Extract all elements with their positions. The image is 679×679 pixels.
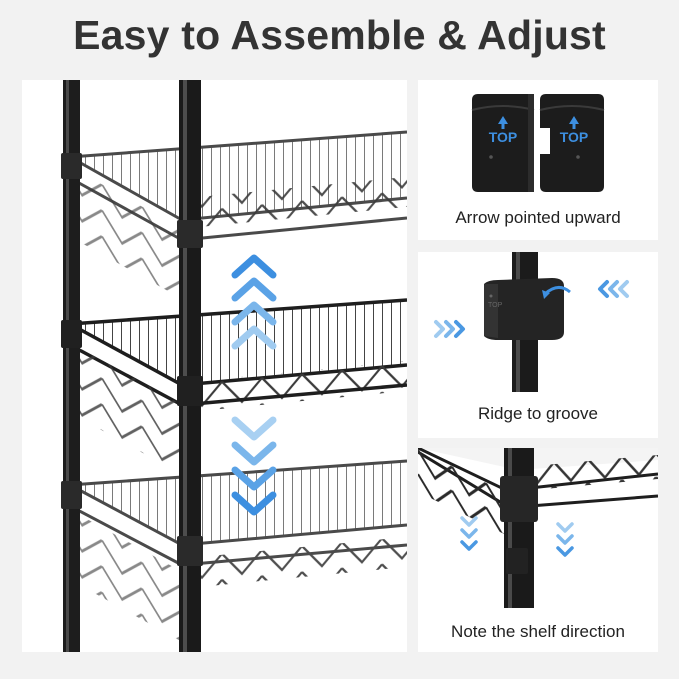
- shelf-corner-illustration: [418, 448, 658, 608]
- right-chevrons-icon: [434, 320, 465, 338]
- right-sleeve-top-label: TOP: [560, 129, 589, 145]
- down-chevrons-icon: [231, 416, 277, 516]
- left-sleeve: TOP: [471, 94, 535, 192]
- ridge-groove-illustration: TOP: [434, 252, 629, 392]
- down-chevrons-icon: [460, 516, 574, 557]
- opened-sleeve: TOP: [484, 278, 564, 340]
- plastic-sleeves-illustration: TOP TOP: [471, 94, 605, 192]
- shelf-collar: [500, 476, 538, 522]
- caption-shelf-direction: Note the shelf direction: [451, 622, 625, 641]
- up-chevrons-icon: [231, 254, 277, 350]
- shelf-poles: [61, 80, 203, 652]
- left-sleeve-top-label: TOP: [489, 129, 518, 145]
- sleeve-direction-panel: TOP TOP Arrow pointed upward: [418, 80, 658, 240]
- ridge-groove-panel: TOP Ridge to groove: [418, 252, 658, 438]
- top-shelf: [68, 130, 407, 299]
- bottom-shelf: [68, 459, 407, 642]
- caption-ridge-groove: Ridge to groove: [477, 404, 599, 423]
- svg-text:TOP: TOP: [488, 302, 503, 309]
- caption-arrow-upward: Arrow pointed upward: [455, 208, 621, 227]
- right-sleeve: TOP: [539, 94, 605, 192]
- shelf-direction-panel: Note the shelf direction: [418, 448, 658, 652]
- page-title: Easy to Assemble & Adjust: [73, 12, 606, 58]
- wire-shelf-illustration: [61, 80, 407, 652]
- left-chevrons-icon: [598, 280, 629, 298]
- shelf-illustration-panel: [22, 80, 407, 652]
